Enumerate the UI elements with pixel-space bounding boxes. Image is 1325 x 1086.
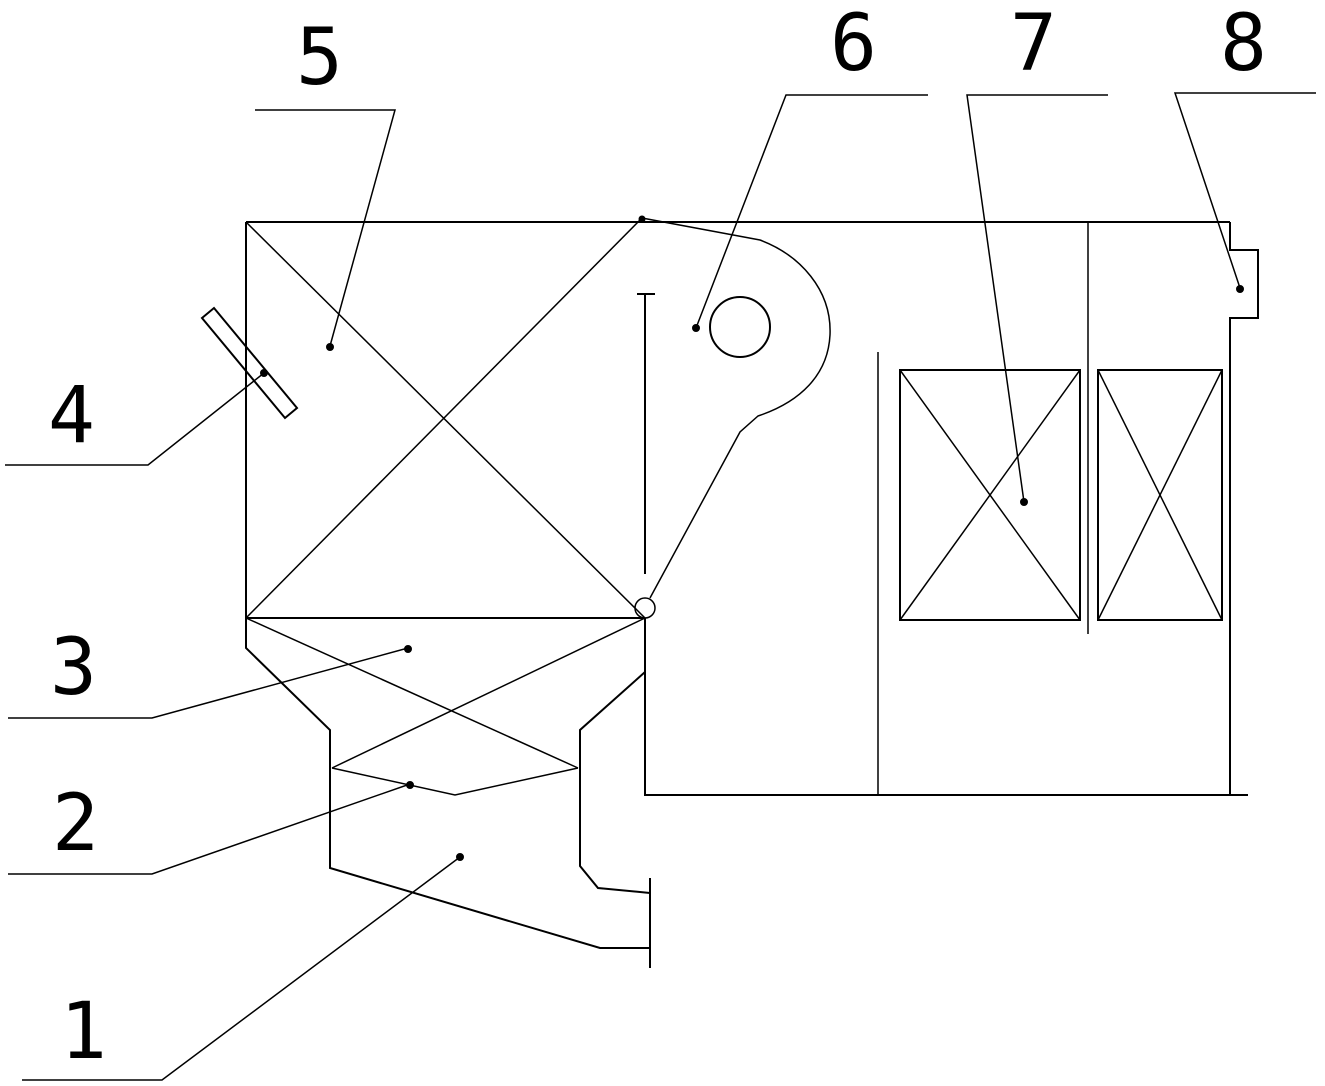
fan-housing: [634, 217, 831, 619]
filter-box-2: [1097, 369, 1223, 621]
callout-1: 1: [60, 987, 107, 1077]
filter-box-1: [899, 369, 1081, 621]
hopper: [245, 617, 651, 968]
callout-7: 7: [1010, 0, 1057, 89]
left-chamber: [245, 217, 1230, 619]
callout-6: 6: [830, 0, 877, 89]
callout-2: 2: [52, 779, 99, 869]
leader-lines: [5, 92, 1316, 1081]
callout-4: 4: [48, 371, 95, 461]
right-chamber: [644, 222, 1259, 796]
inlet-plate: [200, 306, 299, 420]
callout-5: 5: [296, 13, 343, 103]
callout-8: 8: [1220, 0, 1267, 89]
callout-3: 3: [50, 623, 97, 713]
pointer-dots: [260, 215, 1244, 861]
